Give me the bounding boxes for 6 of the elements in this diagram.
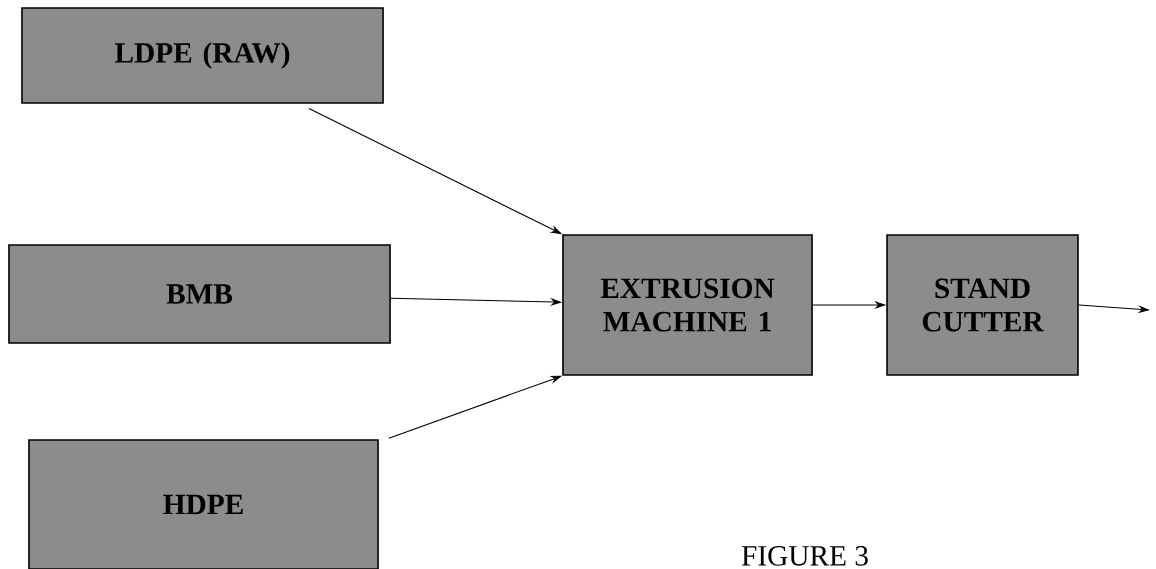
process-box: STAND CUTTER: [886, 234, 1079, 376]
process-box: HDPE: [28, 439, 379, 569]
figure-caption: FIGURE 3: [741, 546, 868, 566]
process-box: EXTRUSION MACHINE 1: [562, 234, 813, 376]
process-box: BMB: [8, 244, 391, 344]
process-box: LDPE (RAW): [21, 7, 384, 104]
